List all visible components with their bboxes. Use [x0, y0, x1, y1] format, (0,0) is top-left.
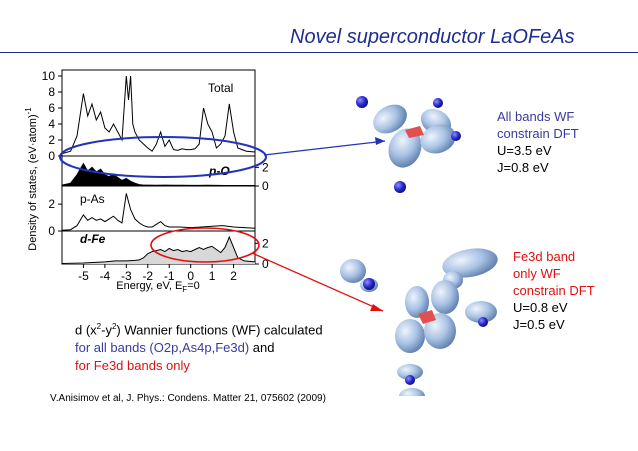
dos-line: [61, 162, 255, 186]
x-tick-label: 1: [209, 269, 216, 283]
y-tick-label: 0: [48, 224, 55, 238]
description: d (x2-y2) Wannier functions (WF) calcula…: [75, 318, 323, 375]
y-tick-label: 0: [262, 179, 269, 193]
fe3d-line-3: constrain DFT: [513, 283, 595, 298]
panel-label: d-Fe: [80, 232, 106, 246]
orbital-lobe: [397, 364, 423, 380]
atom-as-7: [405, 375, 415, 385]
description-line-3: for Fe3d bands only: [75, 358, 190, 374]
y-tick-label: 8: [48, 85, 55, 99]
orbital-lobe: [431, 280, 459, 314]
description-line-2: for all bands (O2p,As4p,Fe3d) and: [75, 340, 275, 356]
dos-line: [61, 235, 256, 264]
dos-line: [61, 75, 256, 155]
y-tick-label: 2: [262, 160, 269, 174]
blue-arrow: [263, 140, 386, 156]
atom-as-6: [478, 317, 488, 327]
description-line-1: d (x2-y2) Wannier functions (WF) calcula…: [75, 322, 323, 338]
red-highlight-ellipse: [150, 227, 260, 263]
y-tick-label: 2: [48, 197, 55, 211]
panel-label: p-O: [208, 164, 230, 178]
x-tick-label: 0: [187, 269, 194, 283]
wannier-function-all-bands: [356, 96, 461, 193]
atom-fe: [418, 310, 436, 324]
orbital-lobe: [395, 319, 425, 353]
y-axis-label: Density of states, (eV·atom)-1: [24, 107, 39, 251]
x-tick-label: -4: [100, 269, 111, 283]
citation: V.Anisimov et al, J. Phys.: Condens. Mat…: [50, 393, 326, 404]
x-axis-label: Energy, eV, EF=0: [116, 280, 199, 294]
orbital-lobe: [420, 124, 456, 154]
all-bands-line-3: U=3.5 eV: [497, 143, 552, 158]
atom-as-1: [356, 96, 368, 108]
atom-as-5: [363, 278, 375, 290]
orbital-lobe: [399, 388, 425, 396]
dos-chart: 10 8 6 4 2 0 Total 2 0 p-O 2 0 p-As 2 0 d-Fe -5 -4 -3 -2 -1 0…: [42, 69, 269, 283]
y-tick-label: 10: [42, 69, 56, 83]
x-tick-label: -2: [142, 269, 153, 283]
orbital-lobe: [424, 313, 456, 349]
x-tick-label: 2: [230, 269, 237, 283]
fe3d-line-1: Fe3d band: [513, 249, 576, 264]
all-bands-line-2: constrain DFT: [497, 126, 579, 141]
atom-as-2: [433, 98, 443, 108]
all-bands-annotation: All bands WF constrain DFT U=3.5 eV J=0.…: [497, 108, 579, 176]
dos-line: [61, 193, 256, 231]
x-tick-label: -1: [164, 269, 175, 283]
orbital-lobe: [405, 286, 429, 318]
atom-fe: [405, 126, 424, 138]
orbital-lobe: [465, 301, 497, 323]
fe3d-line-4: U=0.8 eV: [513, 300, 568, 315]
x-tick-label: -3: [121, 269, 132, 283]
y-tick-label: 0: [48, 149, 55, 163]
title-underline: [0, 52, 638, 53]
orbital-lobe: [442, 248, 498, 278]
blue-highlight-ellipse: [59, 136, 267, 178]
y-tick-label: 2: [48, 133, 55, 147]
all-bands-line-4: J=0.8 eV: [497, 160, 549, 175]
orbital-lobe: [388, 128, 422, 168]
fe3d-line-2: only WF: [513, 266, 561, 281]
panel-label: Total: [208, 81, 233, 95]
orbital-lobe: [340, 259, 366, 283]
wannier-function-fe3d: [340, 248, 498, 396]
orbital-lobe: [373, 104, 407, 134]
y-tick-label: 2: [262, 236, 269, 250]
y-tick-label: 0: [262, 257, 269, 271]
x-tick-label: -5: [78, 269, 89, 283]
atom-as-3: [394, 181, 406, 193]
fe3d-line-5: J=0.5 eV: [513, 317, 565, 332]
panel-label: p-As: [80, 192, 105, 206]
y-tick-label: 4: [48, 117, 55, 131]
fe3d-annotation: Fe3d band only WF constrain DFT U=0.8 eV…: [513, 248, 595, 333]
red-arrow: [251, 252, 384, 312]
blue-arrowhead: [375, 137, 385, 145]
all-bands-line-1: All bands WF: [497, 109, 575, 124]
red-arrowhead: [370, 304, 383, 311]
dos-area: [62, 163, 255, 186]
dos-figure: 10 8 6 4 2 0 Total 2 0 p-O 2 0 p-As 2 0 d-Fe -5 -4 -3 -2 -1 0…: [24, 69, 498, 396]
y-tick-label: 6: [48, 101, 55, 115]
slide-title: Novel superconductor LaOFeAs: [290, 26, 575, 48]
atom-as-4: [451, 131, 461, 141]
